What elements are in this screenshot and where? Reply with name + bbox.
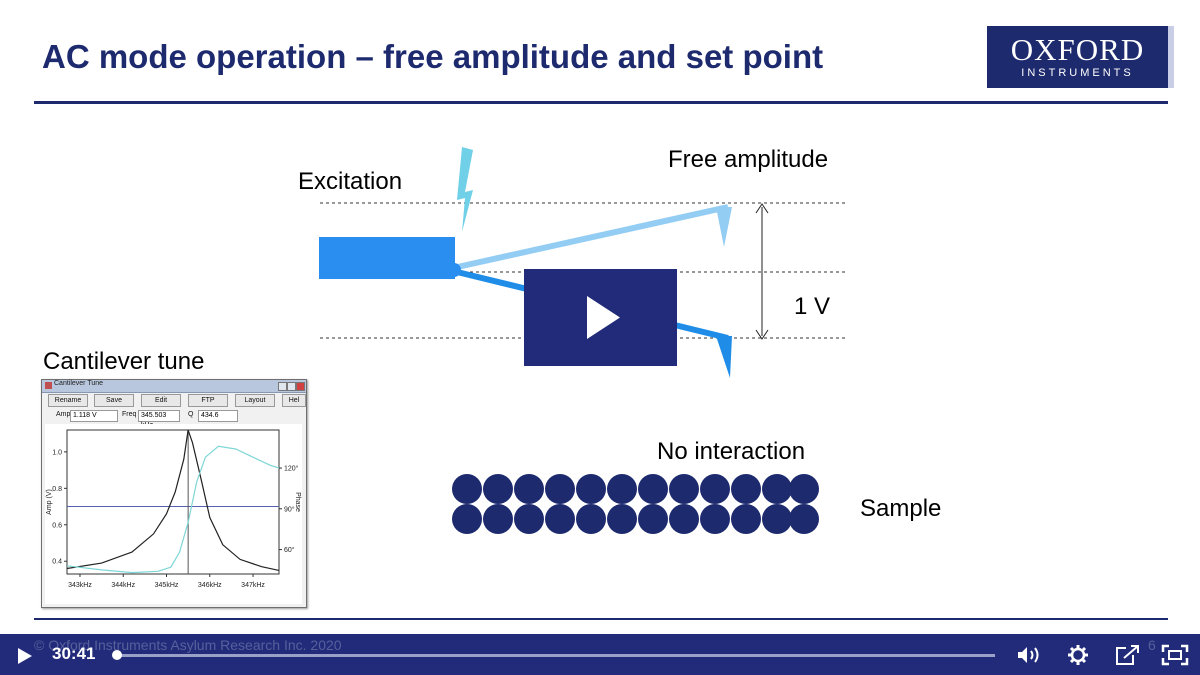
sample-label: Sample [860,495,942,522]
y-tick-label: 1.0 [52,449,62,456]
title-divider [34,101,1168,104]
maximize-icon[interactable] [287,382,296,391]
freq-field[interactable]: 345.503 kHz [138,410,180,429]
footer-divider [34,618,1168,620]
amplitude-arrow-head-up [755,203,769,214]
excitation-lightning-icon [457,147,473,232]
amp-field[interactable]: 1.118 V [70,410,118,422]
x-tick-label: 344kHz [111,582,135,589]
amp-label: Amp [56,411,71,418]
plot-frame [66,429,280,575]
time-display: 30:41 [52,644,96,663]
sample-atoms [452,474,819,534]
help-button[interactable]: Hel [282,394,306,407]
no-interaction-label: No interaction [657,438,806,465]
y2-tick-label: 60° [284,546,295,554]
x-tick-label: 345kHz [155,582,179,589]
cantilever-tune-label: Cantilever tune [43,348,205,375]
voltage-label: 1 V [794,293,831,320]
video-play-overlay[interactable] [524,269,677,366]
progress-knob[interactable] [112,650,122,660]
copyright-text: © Oxford Instruments Asylum Research Inc… [34,637,342,653]
tune-chart: 343kHz 344kHz 345kHz 346kHz 347kHz 0.4 0.6 0.8 1… [45,424,302,604]
q-label: Q [188,411,194,418]
save-button[interactable]: Save [94,394,134,407]
slide-title: AC mode operation – free amplitude and s… [42,38,824,75]
layout-button[interactable]: Layout [235,394,275,407]
series-line-1 [66,429,280,571]
play-icon[interactable] [16,646,34,666]
x-tick-label: 347kHz [241,582,265,589]
excitation-label: Excitation [298,168,403,195]
logo-text-line1: OXFORD [1010,32,1145,67]
fullscreen-icon[interactable] [1160,643,1190,667]
cantilever-down-tip [716,336,732,378]
y-tick-label: 0.4 [52,559,62,566]
y2-tick-label: 120° [284,465,299,473]
rename-button[interactable]: Rename [48,394,88,407]
logo-text-line2: INSTRUMENTS [1021,67,1134,79]
cantilever-tune-window: Cantilever Tune Rename Save Edit FTP Lay… [41,379,307,608]
progress-bar[interactable] [117,654,995,657]
volume-icon[interactable] [1016,645,1044,665]
free-amplitude-label: Free amplitude [668,146,829,173]
ftp-button[interactable]: FTP [188,394,228,407]
series-line-2 [66,445,280,574]
close-icon[interactable] [296,382,305,391]
play-overlay-icon [587,296,620,339]
y2-axis-label: Phase [294,492,301,512]
page-number: 6 [1148,637,1156,653]
tune-window-titlebar: Cantilever Tune [42,380,306,393]
y-tick-label: 0.6 [52,522,62,529]
y2-tick-label: 90° [284,505,295,513]
app-icon [45,382,52,389]
amplitude-arrow-head-down [755,329,769,340]
settings-icon[interactable] [1067,644,1089,666]
oxford-instruments-logo: OXFORD INSTRUMENTS [987,26,1168,88]
cantilever-pivot [447,263,461,277]
y-axis-label: Amp (V) [46,489,53,515]
y-tick-label: 0.8 [52,486,62,493]
x-tick-label: 343kHz [68,582,92,589]
cantilever-up-tip [716,207,732,247]
edit-button[interactable]: Edit [141,394,181,407]
cantilever-up-beam [452,204,729,271]
share-icon[interactable] [1114,643,1142,667]
cantilever-chip [319,237,455,279]
minimize-icon[interactable] [278,382,287,391]
freq-label: Freq [122,411,137,418]
q-field[interactable]: 434.6 [198,410,238,422]
x-tick-label: 346kHz [198,582,222,589]
tune-window-title: Cantilever Tune [54,380,104,387]
